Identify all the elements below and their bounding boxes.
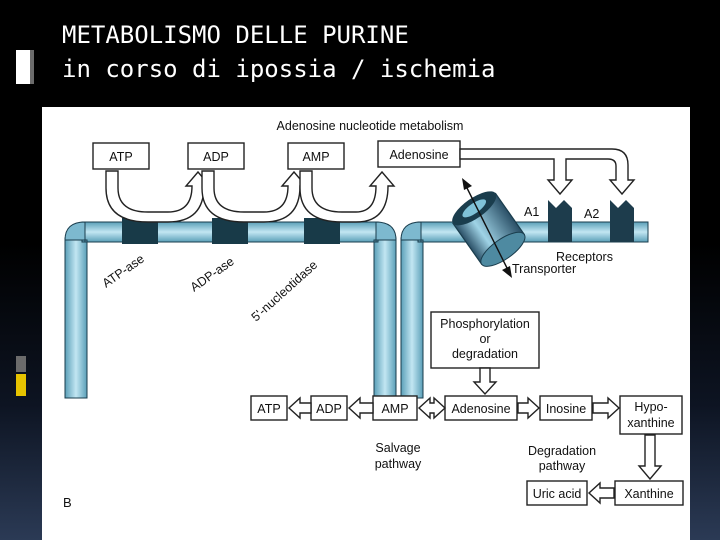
label-nucleotidase: 5'-nucleotidase [249,258,321,324]
membrane-left [64,221,397,399]
arrow-phospho-down [472,367,498,396]
label-degradation-1: Degradation [528,444,596,458]
curved-arrow-amp-adenosine [299,170,396,223]
arrow-adenosine-receptors [459,148,636,196]
box-bottom-adenosine: Adenosine [444,395,518,421]
svg-text:degradation: degradation [452,347,518,361]
arrow-adenosine-amp-double [417,396,447,420]
svg-text:Inosine: Inosine [546,402,586,416]
svg-text:ATP: ATP [257,402,280,416]
accent-bar-mid-yellow [16,374,26,396]
diagram-figure: Adenosine nucleotide metabolism ATP-ase … [42,107,690,540]
box-bottom-uric-acid: Uric acid [526,480,588,506]
slide-title-line2: in corso di ipossia / ischemia [62,55,496,83]
receptor-a1 [548,200,572,242]
slide-title-line1: METABOLISMO DELLE PURINE [62,21,409,49]
arrow-hypoxanthine-xanthine [637,434,663,481]
diagram-heading: Adenosine nucleotide metabolism [277,119,464,133]
label-a1: A1 [524,205,539,219]
label-a2: A2 [584,207,599,221]
membrane-right [400,221,649,399]
arrow-xanthine-uric-acid [587,481,615,505]
box-top-adp: ADP [187,142,245,170]
label-degradation-2: pathway [539,459,586,473]
label-atpase: ATP-ase [100,252,147,291]
curved-arrow-atp-adp [105,170,212,223]
arrow-amp-adp [347,396,374,420]
svg-text:AMP: AMP [381,402,408,416]
box-bottom-inosine: Inosine [539,395,593,421]
box-bottom-adp: ADP [310,395,348,421]
accent-bar-mid-dark [16,356,26,372]
svg-text:Xanthine: Xanthine [624,487,673,501]
svg-text:Adenosine: Adenosine [451,402,510,416]
label-salvage-2: pathway [375,457,422,471]
svg-text:Hypo-: Hypo- [634,400,667,414]
svg-text:Uric acid: Uric acid [533,487,582,501]
arrow-adp-atp [287,396,312,420]
label-salvage-1: Salvage [375,441,420,455]
svg-text:ADP: ADP [316,402,342,416]
slide-title: METABOLISMO DELLE PURINE in corso di ipo… [62,18,495,86]
svg-text:ATP: ATP [109,150,132,164]
svg-text:Adenosine: Adenosine [389,148,448,162]
accent-bar-top [16,50,30,84]
curved-arrow-adp-amp [201,170,308,223]
box-top-amp: AMP [287,142,345,170]
panel-letter: B [63,495,72,510]
box-phosphorylation: Phosphorylation or degradation [430,311,540,369]
box-bottom-atp: ATP [250,395,288,421]
svg-text:ADP: ADP [203,150,229,164]
arrow-adenosine-inosine [517,396,541,420]
label-transporter: Transporter [512,262,576,276]
box-top-adenosine: Adenosine [377,140,461,168]
transporter-arrow [462,178,512,278]
label-adpase: ADP-ase [188,254,237,294]
arrow-inosine-hypoxanthine [592,396,621,420]
box-bottom-amp: AMP [372,395,418,421]
box-bottom-hypoxanthine: Hypo- xanthine [619,395,683,435]
receptor-a2 [610,200,634,242]
svg-text:Phosphorylation: Phosphorylation [440,317,530,331]
svg-text:AMP: AMP [302,150,329,164]
box-top-atp: ATP [92,142,150,170]
label-receptors: Receptors [556,250,613,264]
accent-bar-top-dark [30,50,34,84]
svg-text:or: or [479,332,490,346]
svg-text:xanthine: xanthine [627,416,674,430]
transporter-cylinder [452,191,526,267]
box-bottom-xanthine: Xanthine [614,480,684,506]
